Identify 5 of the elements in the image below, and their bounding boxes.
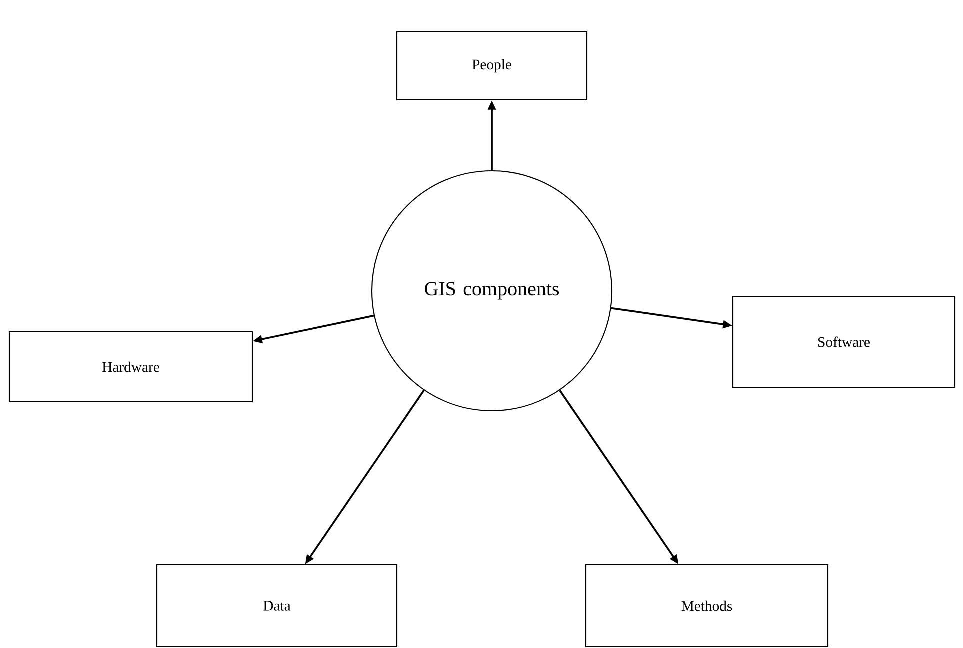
- component-box: Methods: [585, 564, 829, 648]
- component-box: Hardware: [8, 331, 254, 403]
- component-box: Software: [732, 296, 956, 388]
- component-box: Data: [156, 564, 398, 648]
- component-box: People: [396, 31, 588, 101]
